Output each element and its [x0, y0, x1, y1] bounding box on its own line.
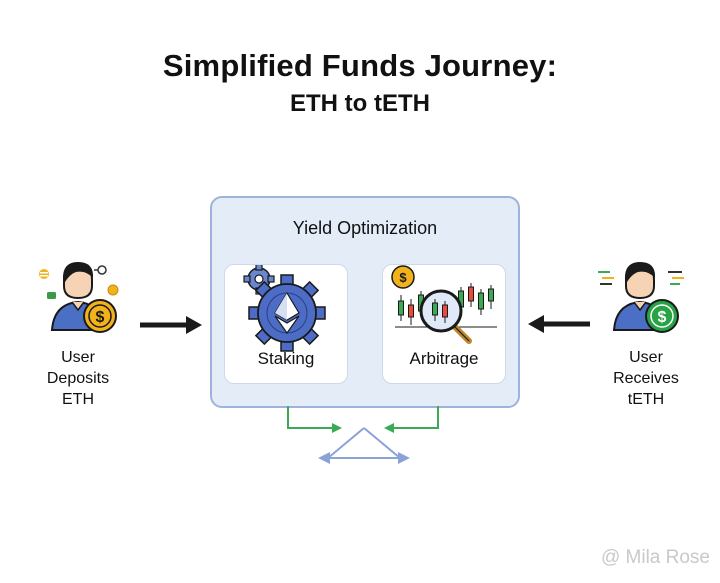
arrow-left-to-box	[140, 316, 202, 334]
svg-text:$: $	[96, 309, 105, 326]
staking-label: Staking	[257, 349, 315, 368]
user-left-line3: ETH	[62, 391, 94, 408]
user-right-line1: User	[629, 349, 663, 366]
svg-text:$: $	[658, 309, 667, 326]
user-right-line2: Receives	[613, 370, 679, 387]
green-connector-left	[287, 406, 342, 433]
yield-optimization-title: Yield Optimization	[292, 218, 438, 238]
blue-merge-arrows	[318, 427, 410, 464]
arrow-right-to-box	[528, 315, 590, 333]
svg-text:$: $	[399, 270, 407, 285]
user-left-line1: User	[61, 349, 95, 366]
user-receives-label: User Receives tETH	[591, 347, 701, 410]
diagram-subtitle: ETH to tETH	[290, 90, 430, 117]
user-receive-icon: $	[598, 262, 684, 333]
user-left-line2: Deposits	[46, 370, 110, 387]
arbitrage-card: $ Arbitrage	[382, 264, 506, 384]
arbitrage-label: Arbitrage	[409, 349, 479, 368]
user-deposits-label: User Deposits ETH	[23, 347, 133, 410]
watermark: @ Mila Rose	[600, 547, 710, 568]
yield-optimization-box: Yield Optimization	[210, 196, 520, 408]
gear-ethereum-icon	[243, 265, 326, 352]
user-right-line3: tETH	[627, 391, 665, 408]
user-deposit-icon: $	[39, 262, 119, 333]
green-connector-right	[384, 406, 439, 433]
diagram-title: Simplified Funds Journey:	[162, 48, 558, 83]
staking-card: Staking	[224, 264, 348, 384]
magnifier-chart-dollar-icon: $	[391, 265, 497, 344]
